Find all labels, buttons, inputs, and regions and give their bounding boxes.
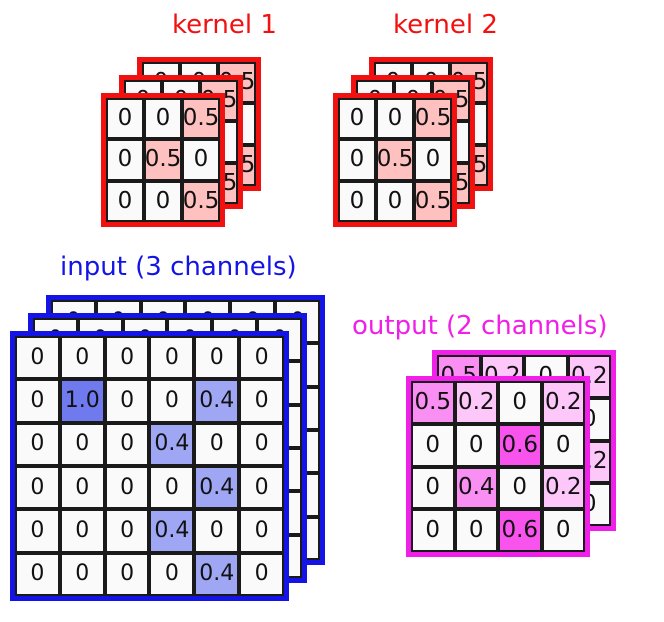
kernel-cell: 0.5 bbox=[182, 98, 220, 140]
input-cell: 0 bbox=[194, 509, 240, 553]
kernel-cell: 0 bbox=[376, 180, 414, 222]
output-cell: 0 bbox=[498, 381, 542, 424]
input-cell: 0 bbox=[59, 422, 105, 466]
input-cell: 0 bbox=[149, 465, 195, 510]
kernel-cell: 0 bbox=[338, 98, 376, 140]
input-cell: 0 bbox=[239, 552, 284, 596]
output-cell: 0 bbox=[411, 423, 455, 467]
output-cell: 0.2 bbox=[454, 381, 498, 424]
input-cell: 0 bbox=[239, 509, 284, 553]
input-cell: 0 bbox=[104, 509, 150, 553]
input-cell: 0 bbox=[104, 552, 150, 596]
input-title: input (3 channels) bbox=[60, 252, 297, 282]
output-cell: 0.2 bbox=[541, 381, 585, 424]
input-cell: 0 bbox=[59, 509, 105, 553]
input-cell: 0 bbox=[194, 422, 240, 466]
input-cell: 0 bbox=[15, 465, 60, 510]
kernel-1-title: kernel 1 bbox=[172, 10, 277, 40]
output-cell: 0.6 bbox=[498, 509, 542, 552]
kernel-cell: 0 bbox=[144, 98, 182, 140]
output-cell: 0 bbox=[411, 466, 455, 510]
input-cell: 0 bbox=[59, 465, 105, 510]
kernel-2-stack: 000.500.50000.5000.500.50000.5000.500.50… bbox=[333, 57, 503, 237]
input-cell: 0 bbox=[104, 379, 150, 423]
kernel-cell: 0 bbox=[376, 98, 414, 140]
input-cell: 0 bbox=[104, 465, 150, 510]
input-cell: 0.4 bbox=[194, 379, 240, 423]
input-cell: 0 bbox=[15, 422, 60, 466]
input-cell: 0 bbox=[239, 379, 284, 423]
kernel-cell: 0 bbox=[106, 98, 144, 140]
kernel-cell: 0 bbox=[106, 180, 144, 222]
output-cell: 0 bbox=[454, 509, 498, 552]
input-cell: 0 bbox=[15, 509, 60, 553]
kernel-cell: 0 bbox=[106, 139, 144, 181]
kernel-2-title: kernel 2 bbox=[393, 10, 498, 40]
input-cell: 0.4 bbox=[149, 422, 195, 466]
output-stack: 0.50.200.2000.6000.400.2000.600.50.200.2… bbox=[406, 350, 626, 565]
kernel-cell: 0 bbox=[414, 139, 452, 181]
kernel-cell: 0 bbox=[338, 139, 376, 181]
kernel-cell: 0.5 bbox=[376, 139, 414, 181]
output-cell: 0.2 bbox=[541, 466, 585, 510]
input-cell: 0.4 bbox=[149, 509, 195, 553]
input-cell: 0 bbox=[239, 422, 284, 466]
input-cell: 0.4 bbox=[194, 465, 240, 510]
input-cell: 0 bbox=[15, 552, 60, 596]
kernel-cell: 0.5 bbox=[144, 139, 182, 181]
output-cell: 0 bbox=[541, 423, 585, 467]
output-cell: 0 bbox=[498, 466, 542, 510]
output-cell: 0 bbox=[411, 509, 455, 552]
output-cell: 0.4 bbox=[454, 466, 498, 510]
input-cell: 0 bbox=[59, 552, 105, 596]
kernel-cell: 0 bbox=[144, 180, 182, 222]
input-cell: 0 bbox=[104, 336, 150, 380]
input-cell: 0 bbox=[149, 552, 195, 596]
input-cell: 0 bbox=[239, 336, 284, 380]
input-cell: 0.4 bbox=[194, 552, 240, 596]
input-cell: 1.0 bbox=[59, 379, 105, 423]
output-cell: 0 bbox=[541, 509, 585, 552]
kernel-cell: 0 bbox=[182, 139, 220, 181]
kernel-1-stack: 000.500.50000.5000.500.50000.5000.500.50… bbox=[101, 57, 271, 237]
input-cell: 0 bbox=[149, 379, 195, 423]
input-cell: 0 bbox=[15, 336, 60, 380]
input-cell: 0 bbox=[239, 465, 284, 510]
kernel-cell: 0 bbox=[338, 180, 376, 222]
input-cell: 0 bbox=[104, 422, 150, 466]
input-cell: 0 bbox=[194, 336, 240, 380]
kernel-cell: 0.5 bbox=[414, 98, 452, 140]
kernel-cell: 0.5 bbox=[414, 180, 452, 222]
output-cell: 0.5 bbox=[411, 381, 455, 424]
input-cell: 0 bbox=[59, 336, 105, 380]
kernel-cell: 0.5 bbox=[182, 180, 220, 222]
input-cell: 0 bbox=[149, 336, 195, 380]
input-cell: 0 bbox=[15, 379, 60, 423]
output-cell: 0 bbox=[454, 423, 498, 467]
output-cell: 0.6 bbox=[498, 423, 542, 467]
output-title: output (2 channels) bbox=[352, 311, 608, 341]
